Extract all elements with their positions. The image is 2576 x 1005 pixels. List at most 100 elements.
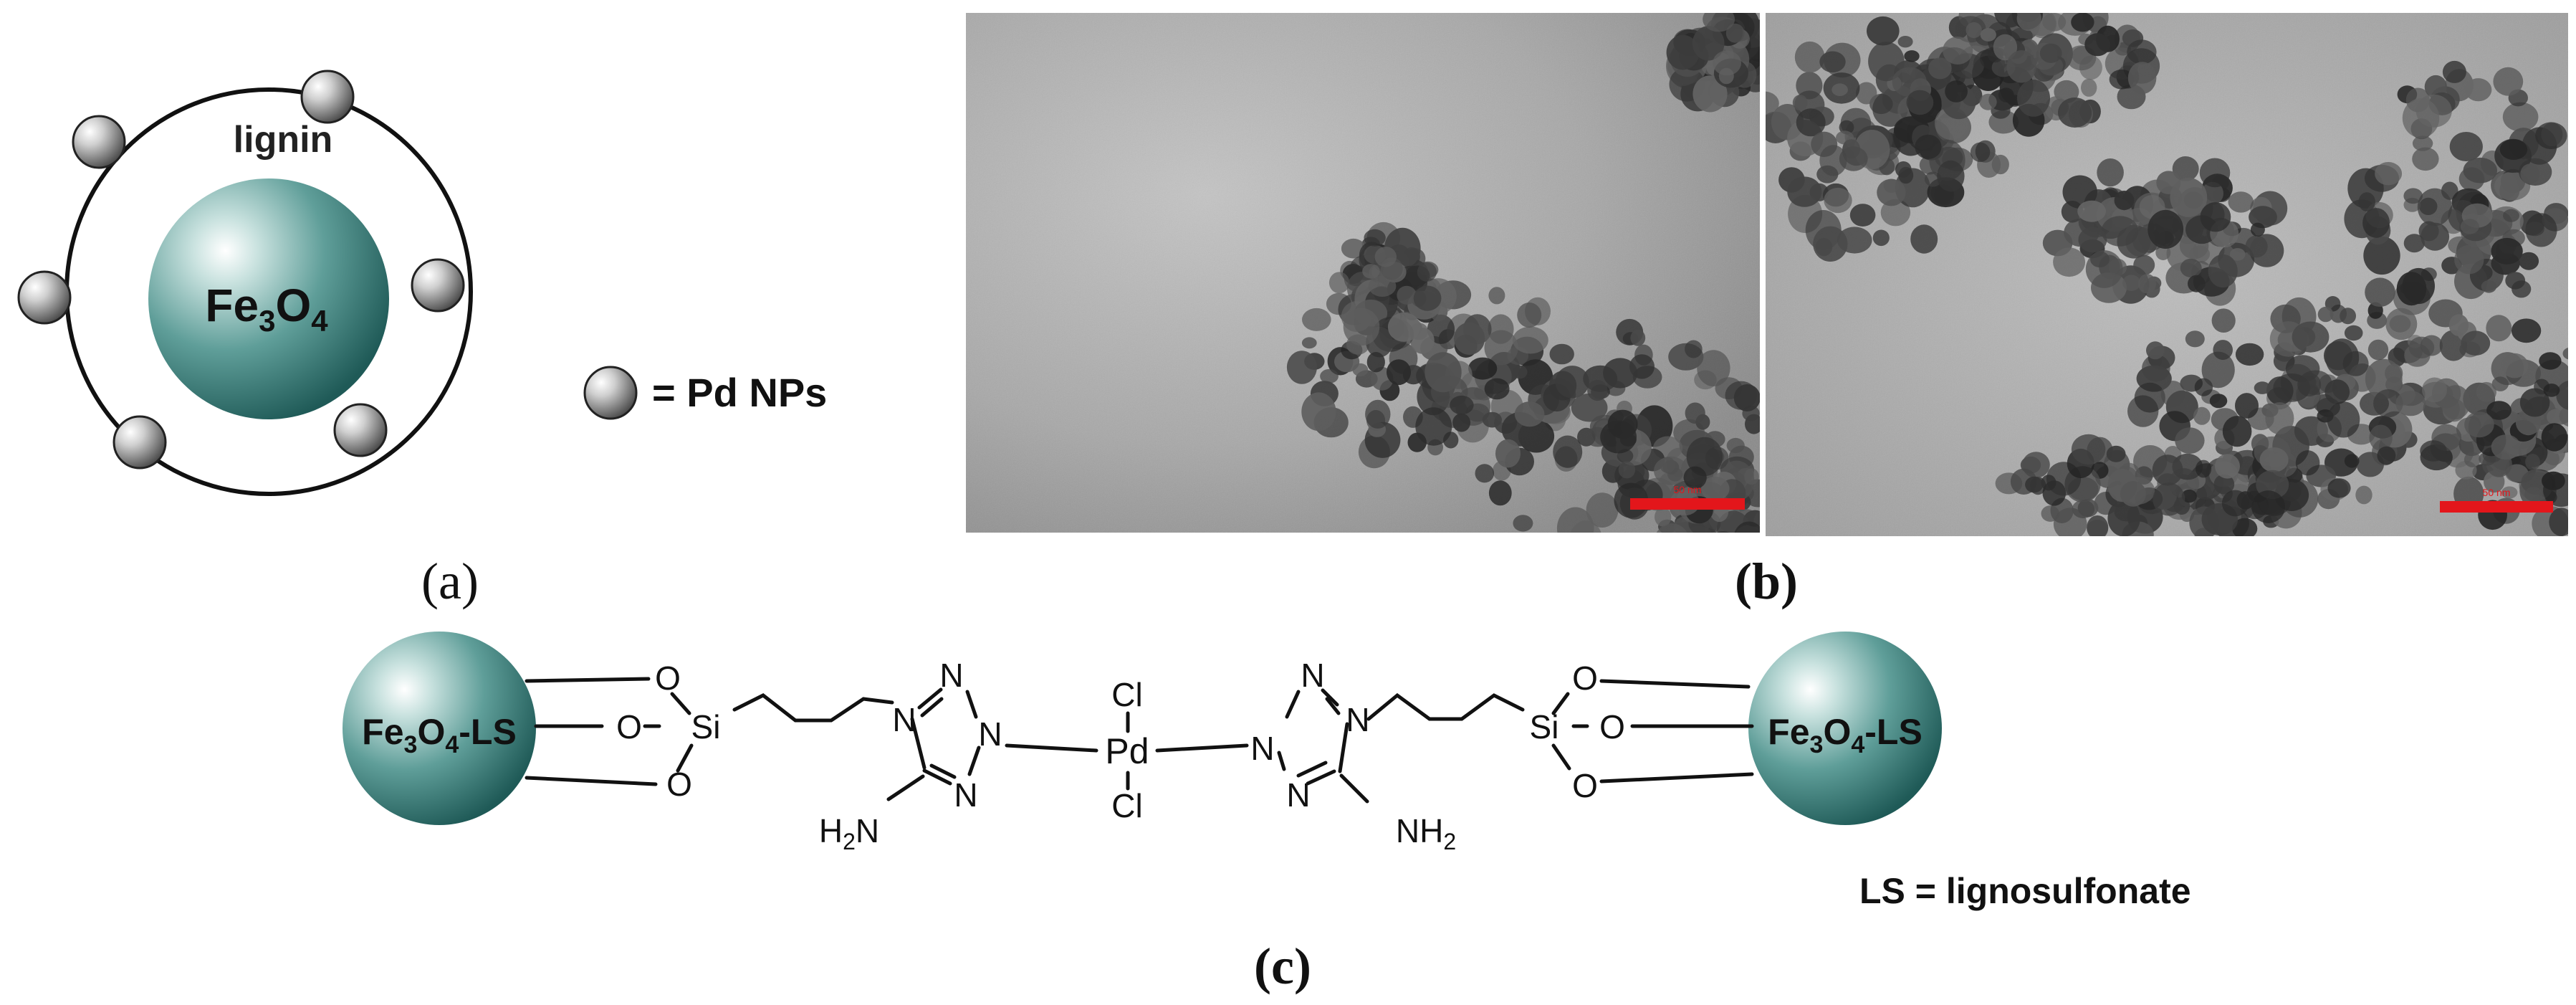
panel-c: Fe3O4-LS Fe3O4-LS — [343, 632, 2191, 995]
tem-particle — [1301, 392, 1336, 432]
tem-particle — [2573, 446, 2576, 473]
tem-particle — [1880, 199, 1911, 227]
tem-particle — [1796, 108, 1826, 137]
tem-particle — [2369, 424, 2393, 451]
tem-particle — [2180, 258, 2202, 277]
tem-particle — [1794, 41, 1825, 73]
panel-b: 50 nm 50 nm (b) — [966, 13, 2576, 610]
tem-particle — [1692, 26, 1725, 61]
tem-particle — [2250, 222, 2265, 237]
tem-particle — [2317, 306, 2334, 323]
tem-particle — [2465, 78, 2492, 102]
tem-particle — [2175, 427, 2205, 454]
tem-particle — [1302, 308, 1331, 331]
tem-particle — [2501, 486, 2518, 499]
tem-particle — [1991, 102, 2011, 119]
tem-particle — [2525, 213, 2557, 247]
tem-particle — [2344, 454, 2360, 468]
tem-left-particles — [1286, 13, 1760, 533]
tem-particle — [1877, 178, 1906, 206]
tem-particle — [2519, 388, 2550, 417]
tem-particle — [2249, 206, 2277, 229]
scale-bar-right-label: 50 nm — [2483, 487, 2511, 498]
fe3o4-core — [148, 178, 389, 419]
tem-particle — [1452, 413, 1471, 432]
tem-particle — [2358, 192, 2375, 211]
atom-cl: Cl — [1111, 676, 1142, 713]
tem-particle — [1980, 28, 1996, 42]
tem-particle — [2491, 237, 2523, 265]
tem-particle — [2181, 489, 2197, 503]
tem-particle — [2071, 13, 2094, 32]
tem-particle — [1867, 16, 1900, 46]
tem-particle — [1991, 154, 2009, 175]
tem-particle — [1979, 93, 1997, 110]
tem-particle — [2146, 341, 2165, 360]
tem-particle — [2363, 236, 2400, 275]
sphere-left-label: Fe3O4-LS — [362, 712, 517, 758]
tem-particle — [1475, 464, 1495, 483]
tem-particle — [2265, 402, 2294, 435]
tem-particle — [1513, 515, 1533, 532]
sphere-right-label: Fe3O4-LS — [1768, 712, 1923, 758]
tem-particle — [1897, 36, 1913, 48]
tem-particle — [1895, 161, 1912, 178]
tem-particle — [2213, 474, 2235, 495]
tem-particle — [2172, 156, 2199, 181]
atom-n: N — [1346, 701, 1369, 738]
tem-particle — [2481, 280, 2497, 293]
tem-particle — [2570, 340, 2576, 361]
tem-particle — [2421, 222, 2450, 251]
tem-particle — [1425, 352, 1462, 393]
tem-particle — [2342, 351, 2369, 376]
tem-particle — [2408, 336, 2435, 358]
tem-particle — [2362, 208, 2390, 238]
tem-particle — [2365, 277, 2395, 308]
tem-particle — [2199, 158, 2231, 188]
pd-nanoparticles — [17, 70, 465, 470]
tem-particle — [1488, 287, 1505, 305]
tem-particle — [1824, 187, 1852, 214]
tem-particle — [1910, 224, 1938, 254]
tem-particle — [1685, 402, 1705, 424]
atom-n: N — [1301, 657, 1324, 694]
tem-particle — [1484, 378, 1510, 400]
tem-particle — [1945, 80, 1968, 103]
tem-particle — [1600, 420, 1637, 454]
tem-particle — [1387, 312, 1420, 342]
atom-cl: Cl — [1111, 787, 1142, 824]
panel-a: lignin Fe3O4 = Pd NPs (a) — [17, 70, 827, 610]
tem-particle — [1716, 531, 1730, 533]
tem-particle — [2134, 382, 2165, 413]
tem-particle — [1450, 395, 1474, 415]
tem-particle — [2449, 132, 2483, 161]
tem-particle — [1745, 414, 1760, 434]
tem-particle — [1928, 57, 1952, 80]
tem-particle — [2196, 459, 2212, 478]
tem-particle — [2025, 476, 2044, 493]
tem-particle — [1320, 368, 1339, 384]
sphere-left — [343, 632, 536, 825]
tem-particle — [2402, 98, 2440, 138]
atom-o: O — [1572, 659, 1598, 697]
pd-particle — [333, 403, 388, 457]
atom-o: O — [1599, 708, 1625, 746]
atom-si: Si — [691, 708, 721, 746]
tem-particle — [1374, 247, 1397, 267]
tem-particle — [1512, 365, 1528, 379]
tem-particle — [2120, 481, 2146, 507]
tem-particle — [1368, 275, 1397, 297]
tem-right-particles — [1766, 13, 2576, 536]
tem-particle — [1415, 407, 1452, 446]
pd-particle — [72, 115, 126, 169]
tem-particle — [1915, 134, 1942, 159]
tem-particle — [2127, 39, 2157, 65]
tem-particle — [2512, 280, 2532, 298]
legend-ls-text: LS = lignosulfonate — [1859, 871, 2191, 911]
tem-particle — [1488, 480, 1512, 506]
tem-particle — [2375, 162, 2403, 186]
tem-particle — [2085, 250, 2123, 288]
tem-particle — [1365, 399, 1391, 429]
tem-particle — [1993, 34, 2018, 61]
